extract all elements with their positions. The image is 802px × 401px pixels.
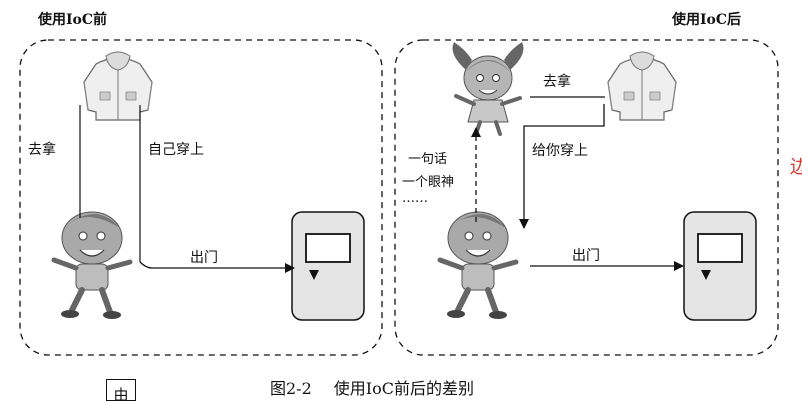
jacket-icon	[83, 51, 153, 121]
bottom-edge-fragment: 由	[106, 379, 136, 401]
before-go-out-arrow	[139, 261, 295, 273]
before-panel-frame	[19, 39, 383, 356]
after-panel-title: 使用IoC后	[672, 12, 742, 28]
after-ellipsis-label: ……	[402, 191, 428, 206]
boy-figure-icon	[54, 212, 130, 319]
before-panel-title: 使用IoC前	[38, 12, 108, 28]
figure-number: 图2-2	[270, 379, 312, 398]
girl-figure-icon	[450, 40, 526, 136]
after-go-get-label: 去拿	[543, 74, 571, 90]
before-go-out-label: 出门	[190, 250, 218, 266]
figure-caption: 图2-2 使用IoC前后的差别	[270, 375, 474, 399]
figure-caption-text: 使用IoC前后的差别	[333, 379, 474, 398]
after-one-word-label: 一句话	[408, 152, 448, 167]
right-edge-fragment: 边	[790, 157, 802, 178]
after-go-out-label: 出门	[572, 248, 600, 264]
before-put-on-self-label: 自己穿上	[148, 142, 204, 158]
after-give-you-label: 给你穿上	[532, 143, 588, 159]
boy-figure-icon	[440, 212, 516, 319]
jacket-icon	[607, 51, 677, 121]
door-device-icon	[291, 211, 365, 321]
before-go-get-label: 去拿	[28, 142, 56, 158]
after-one-glance-label: 一个眼神	[402, 175, 455, 190]
after-panel-frame	[394, 39, 779, 356]
door-device-icon	[683, 211, 757, 321]
after-give-arrow	[519, 104, 605, 229]
